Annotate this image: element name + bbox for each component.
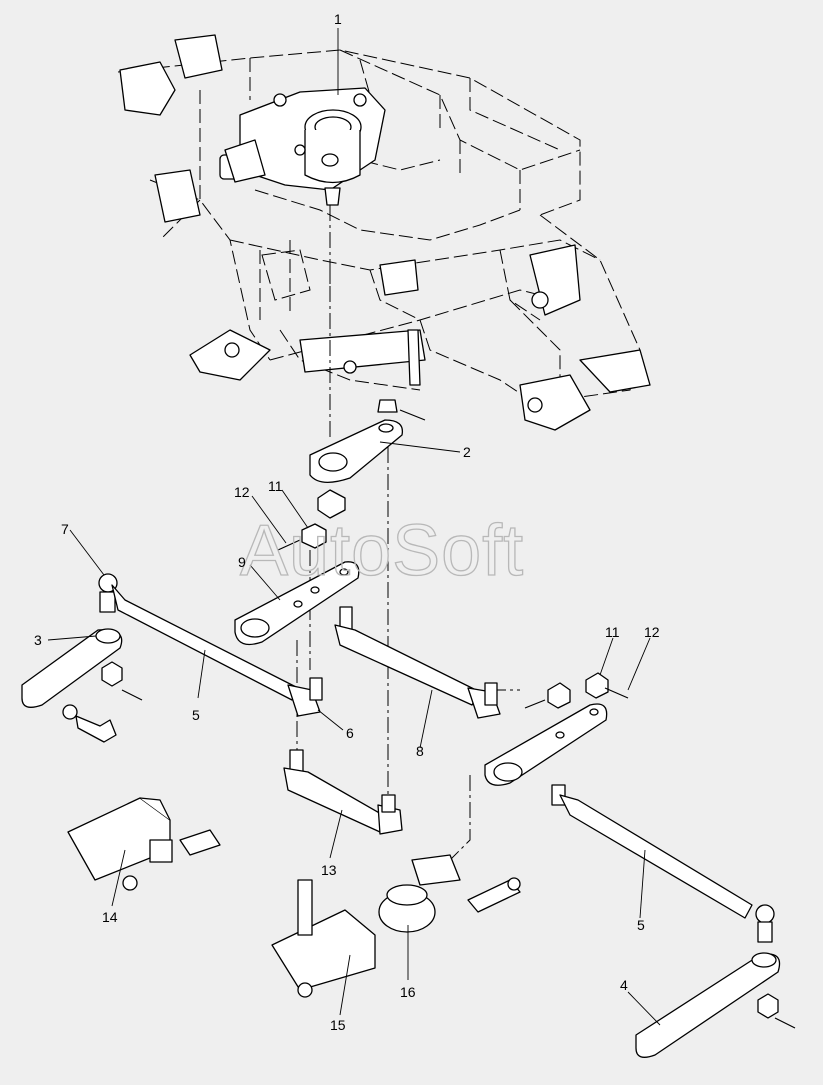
vehicle-frame (117, 34, 651, 431)
steering-arm-left (21, 628, 143, 743)
callout-2: 2 (463, 444, 471, 460)
callout-15: 15 (330, 1017, 346, 1033)
callout-4: 4 (620, 977, 628, 993)
callout-labels: 1 2 3 4 5 5 6 7 8 9 11 11 12 12 13 14 15… (34, 11, 660, 1033)
tie-rod-right (551, 784, 775, 943)
callout-leaders (47, 28, 661, 1026)
callout-8: 8 (416, 743, 424, 759)
callout-3: 3 (34, 632, 42, 648)
callout-1: 1 (334, 11, 342, 27)
callout-6: 6 (346, 725, 354, 741)
mounting-bracket-left (67, 797, 221, 891)
callout-11-left: 11 (268, 478, 283, 494)
steering-arm-right (635, 952, 796, 1058)
idler-arm (234, 523, 360, 646)
callout-11-right: 11 (605, 624, 620, 640)
callout-5-left: 5 (192, 707, 200, 723)
idler-bushing (378, 854, 521, 933)
mounting-bracket-center (271, 879, 376, 998)
callout-14: 14 (102, 909, 118, 925)
callout-5-right: 5 (637, 917, 645, 933)
idler-arm-right (484, 672, 629, 786)
callout-13: 13 (321, 862, 337, 878)
steering-gearbox (219, 87, 386, 206)
callout-12-right: 12 (644, 624, 660, 640)
callout-12-left: 12 (234, 484, 250, 500)
watermark-text: AutoSoft (240, 511, 524, 591)
callout-9: 9 (238, 554, 246, 570)
callout-16: 16 (400, 984, 416, 1000)
pitman-arm (309, 399, 426, 519)
drag-link-center (334, 606, 501, 719)
callout-7: 7 (61, 521, 69, 537)
link-rod (283, 749, 403, 835)
